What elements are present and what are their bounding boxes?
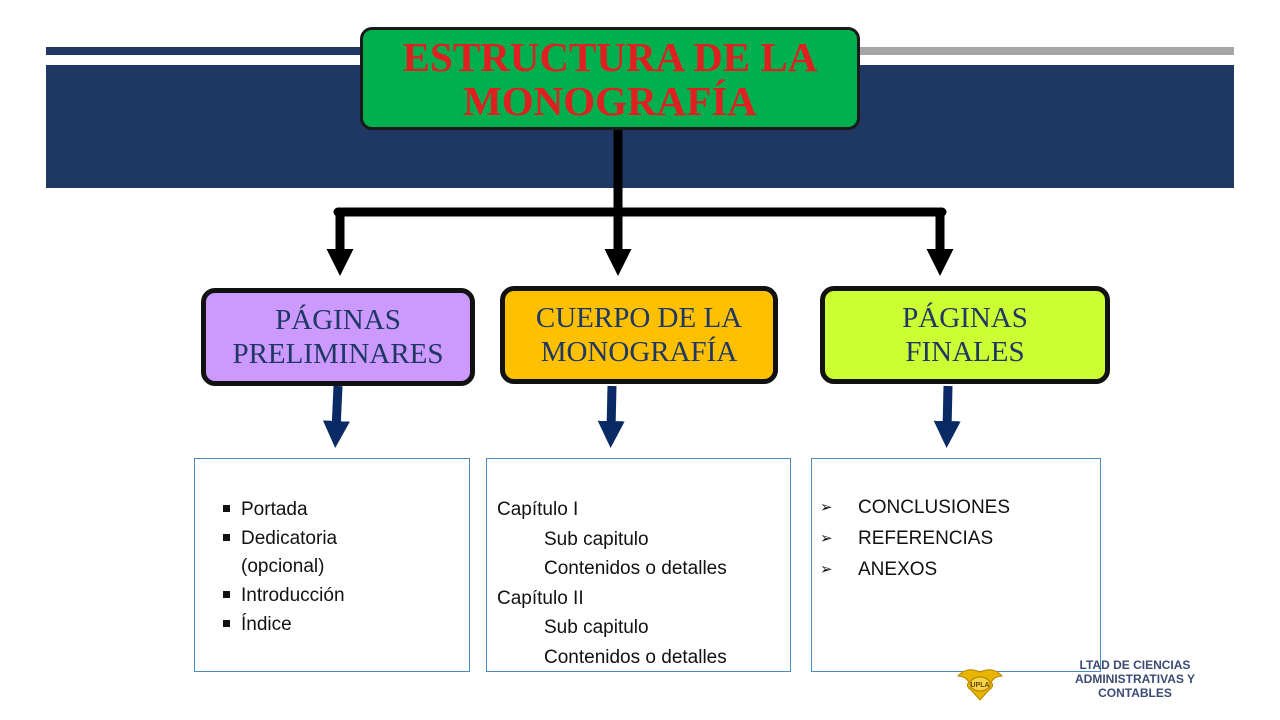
chapter-detail: Contenidos o detalles <box>544 646 727 668</box>
logo-text: UPLA <box>970 682 989 689</box>
list-item-note: (opcional) <box>241 556 325 577</box>
list-item-label: Índice <box>241 614 292 635</box>
category-cuerpo: CUERPO DE LA MONOGRAFÍA <box>500 286 778 384</box>
preliminares-list-box: Portada Dedicatoria (opcional) Introducci… <box>194 458 470 672</box>
list-item: ➢ ANEXOS <box>820 554 1010 585</box>
chapter-detail: Contenidos o detalles <box>544 558 727 579</box>
list-item: Dedicatoria (opcional) <box>211 524 345 581</box>
chapter-subchapter: Sub capitulo <box>544 528 649 550</box>
diagram-title: ESTRUCTURA DE LA MONOGRAFÍA <box>402 33 818 124</box>
category-preliminares: PÁGINAS PRELIMINARES <box>201 288 475 386</box>
list-item: ➢ REFERENCIAS <box>820 523 1010 554</box>
institution-name: LTAD DE CIENCIAS ADMINISTRATIVAS Y CONTA… <box>1074 658 1195 700</box>
header-grey-bar <box>860 47 1234 55</box>
header-accent-bar <box>46 47 376 55</box>
blue-arrow-finales <box>933 385 961 448</box>
list-item-label: Introducción <box>241 585 345 606</box>
chapter-title: Capítulo I <box>497 499 579 520</box>
blue-arrow-cuerpo <box>597 385 625 448</box>
list-item: Índice <box>211 610 345 639</box>
list-item: Introducción <box>211 581 345 610</box>
category-label: PÁGINAS PRELIMINARES <box>232 304 444 370</box>
arrow-bullet-icon: ➢ <box>820 499 833 516</box>
preliminares-list: Portada Dedicatoria (opcional) Introducci… <box>211 495 345 639</box>
blue-arrow-preliminares <box>322 385 350 448</box>
title-box: ESTRUCTURA DE LA MONOGRAFÍA <box>360 27 860 130</box>
list-item: Portada <box>211 495 345 524</box>
arrow-bullet-icon: ➢ <box>820 561 833 578</box>
arrow-bullet-icon: ➢ <box>820 530 833 547</box>
chapters-list: Capítulo I Sub capitulo Contenidos o det… <box>497 495 727 672</box>
list-item-label: ANEXOS <box>858 559 938 580</box>
cuerpo-list-box: Capítulo I Sub capitulo Contenidos o det… <box>486 458 791 672</box>
chapter-title: Capítulo II <box>497 587 584 609</box>
upla-logo: UPLA <box>956 669 1004 701</box>
list-item-label: REFERENCIAS <box>858 528 994 549</box>
finales-list-box: ➢ CONCLUSIONES ➢ REFERENCIAS ➢ ANEXOS <box>811 458 1101 672</box>
list-item-label: Portada <box>241 499 308 520</box>
category-label: CUERPO DE LA MONOGRAFÍA <box>535 302 743 368</box>
list-item: ➢ CONCLUSIONES <box>820 492 1010 523</box>
finales-list: ➢ CONCLUSIONES ➢ REFERENCIAS ➢ ANEXOS <box>820 492 1010 585</box>
chapter-subchapter: Sub capitulo <box>544 617 649 638</box>
category-finales: PÁGINAS FINALES <box>820 286 1110 384</box>
category-label: PÁGINAS FINALES <box>902 302 1028 368</box>
list-item-label: CONCLUSIONES <box>858 497 1011 518</box>
list-item-label: Dedicatoria <box>241 528 338 549</box>
